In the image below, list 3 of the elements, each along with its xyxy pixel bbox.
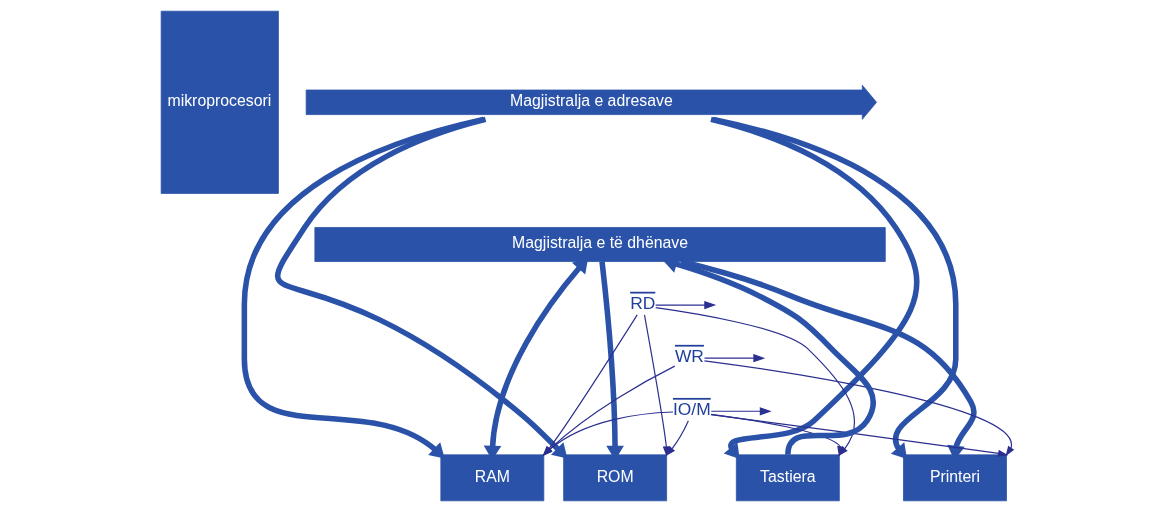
node-text: RD — [630, 292, 656, 313]
node-text: WR — [674, 345, 704, 366]
node-text: IO/M — [672, 398, 711, 419]
